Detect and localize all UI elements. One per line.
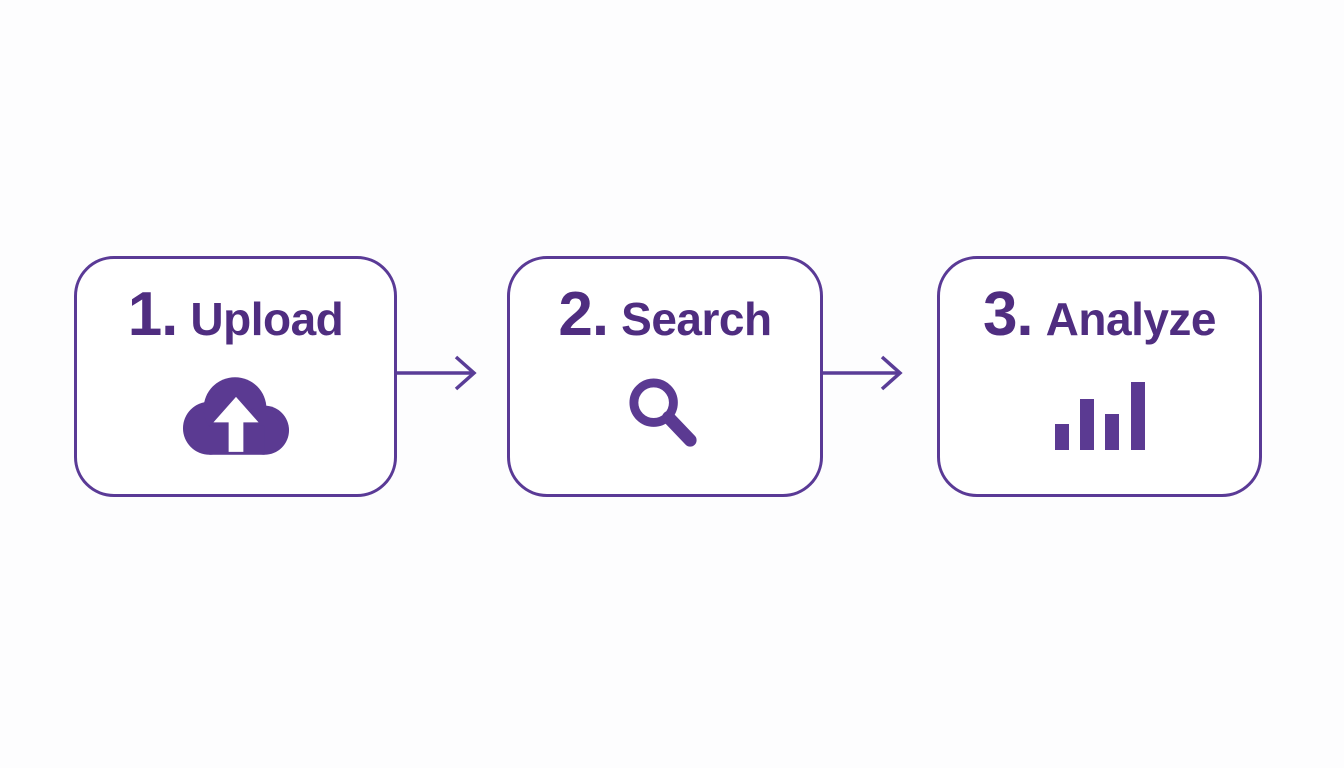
step-number: 3. [982,280,1034,349]
step-2-title: 2. Search [510,280,820,349]
step-1-icon-area [77,349,394,494]
arrow-right-icon [397,355,477,391]
step-number: 1. [127,280,179,349]
step-label: Upload [190,293,344,345]
step-label: Analyze [1045,293,1217,345]
step-number: 2. [558,280,609,349]
step-label: Search [621,293,772,345]
search-icon [628,378,697,447]
step-3-box: 3. Analyze [937,256,1262,497]
step-3-icon-area [940,349,1259,494]
step-1-title: 1. Upload [77,280,394,349]
step-1-box: 1. Upload [74,256,397,497]
step-2-icon-area [510,349,820,494]
arrow-right-icon [823,355,903,391]
bar-chart-icon [1054,381,1145,450]
cloud-upload-icon [182,377,289,455]
step-3-title: 3. Analyze [940,280,1259,349]
step-2-box: 2. Search [507,256,823,497]
